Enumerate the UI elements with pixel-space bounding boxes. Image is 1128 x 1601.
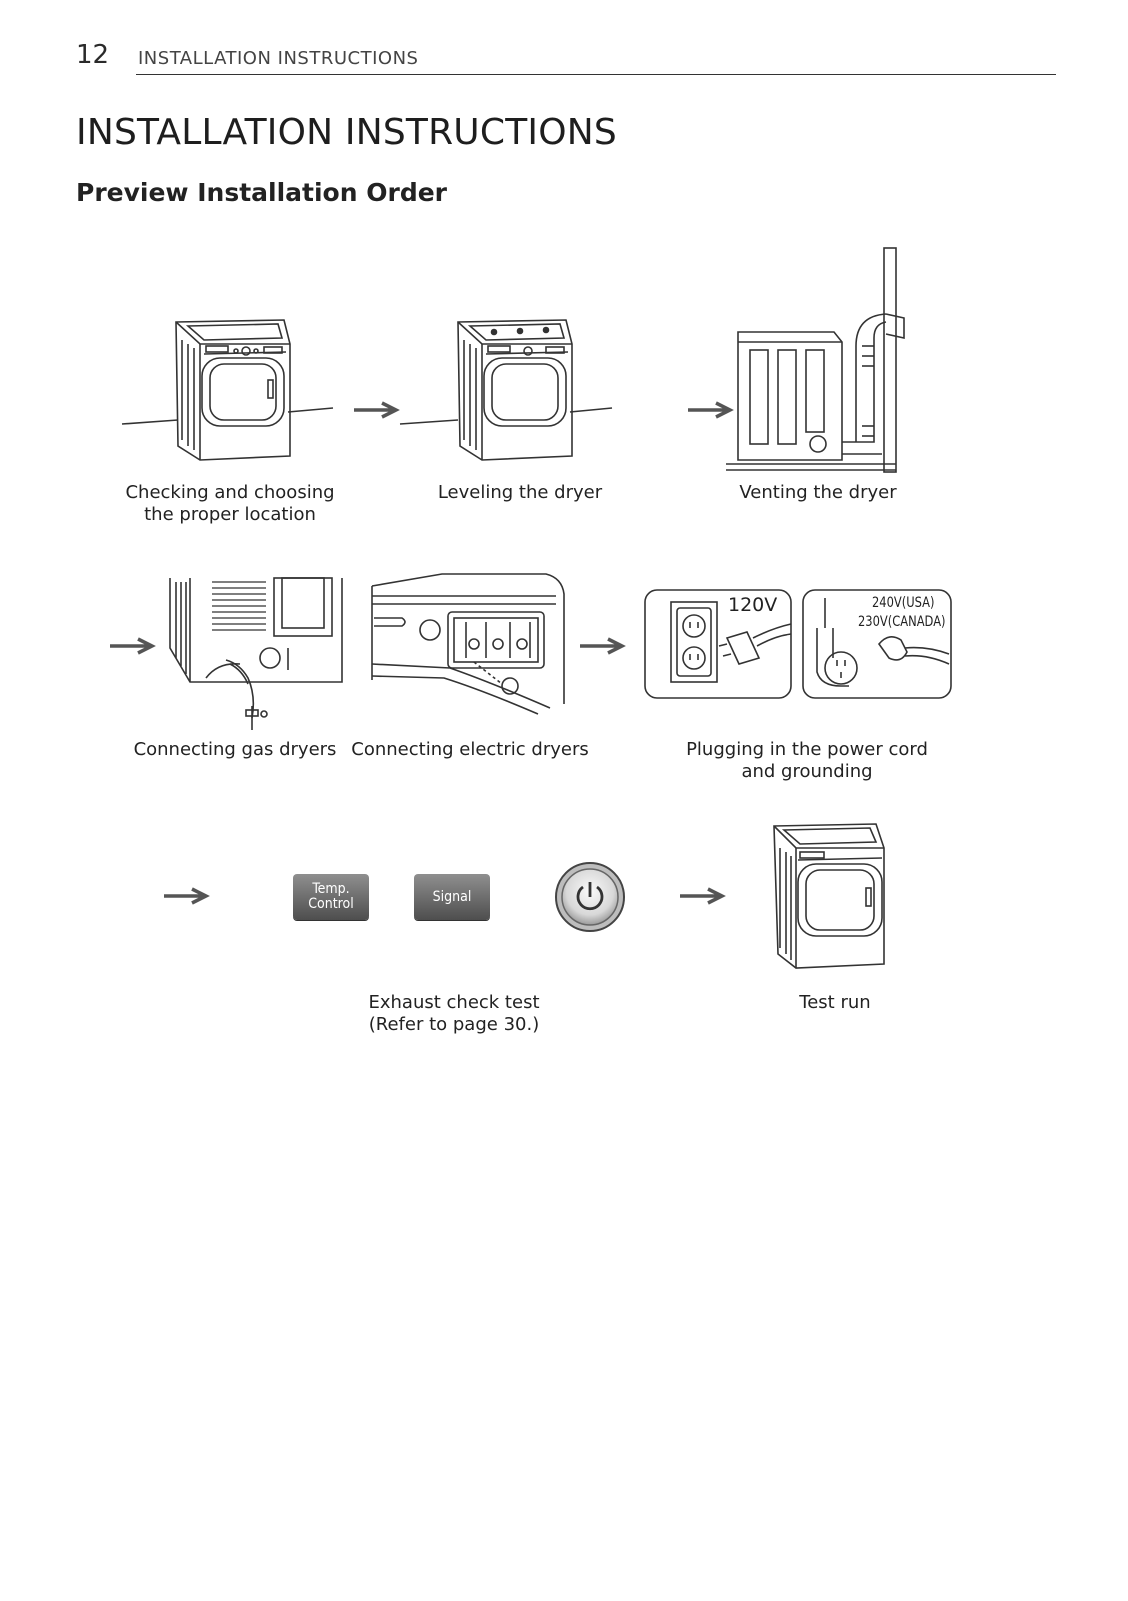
power-icon — [576, 882, 604, 911]
dryer-test-run-illustration — [773, 823, 885, 969]
running-header: INSTALLATION INSTRUCTIONS — [138, 48, 419, 69]
outlet-voltage-120v: 120V — [728, 594, 778, 616]
step-caption-electric: Connecting electric dryers — [351, 739, 589, 760]
arrow-icon — [110, 637, 156, 655]
arrow-icon — [680, 887, 726, 905]
temp-control-button[interactable]: Temp. Control — [293, 874, 369, 920]
electric-connection-illustration — [371, 573, 565, 715]
step-caption-test-run: Test run — [799, 992, 871, 1013]
arrow-icon — [688, 401, 734, 419]
step-caption-location: Checking and choosing the proper locatio… — [125, 482, 335, 525]
page-title: INSTALLATION INSTRUCTIONS — [76, 112, 617, 153]
outlet-voltage-canada: 230V(CANADA) — [858, 614, 946, 630]
header-rule — [136, 74, 1056, 75]
dryer-venting-illustration — [726, 247, 905, 473]
signal-button[interactable]: Signal — [414, 874, 490, 920]
dryer-location-illustration — [121, 319, 334, 461]
outlet-120v-illustration — [644, 589, 792, 699]
step-caption-gas: Connecting gas dryers — [133, 739, 337, 760]
step-caption-leveling: Leveling the dryer — [437, 482, 603, 503]
dryer-leveling-illustration — [399, 319, 613, 461]
arrow-icon — [164, 887, 210, 905]
outlet-voltage-usa: 240V(USA) — [872, 595, 935, 611]
outlet-240v-illustration — [802, 589, 952, 699]
power-button[interactable] — [553, 860, 627, 934]
gas-connection-illustration — [169, 577, 343, 730]
arrow-icon — [354, 401, 400, 419]
step-caption-venting: Venting the dryer — [739, 482, 897, 503]
step-caption-power: Plugging in the power cord and grounding — [686, 739, 928, 782]
page-number: 12 — [76, 40, 110, 70]
step-caption-exhaust: Exhaust check test (Refer to page 30.) — [368, 992, 540, 1035]
section-subtitle: Preview Installation Order — [76, 178, 447, 207]
arrow-icon — [580, 637, 626, 655]
